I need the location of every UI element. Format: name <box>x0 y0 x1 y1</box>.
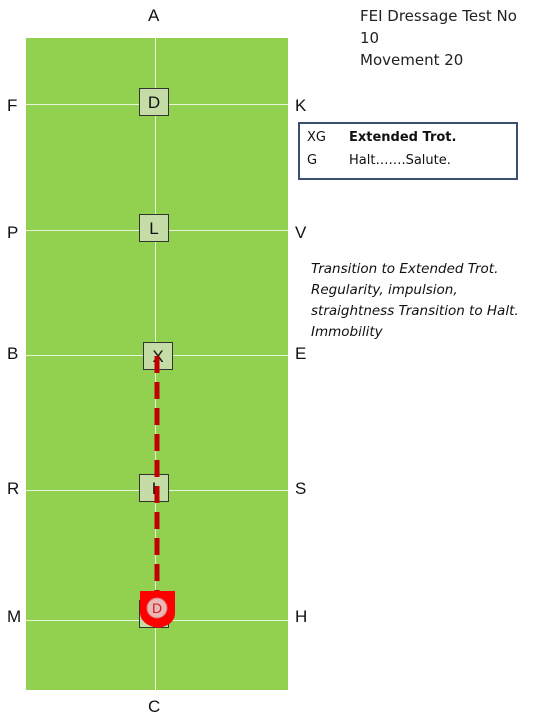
movement-description: Halt…….Salute. <box>349 153 451 168</box>
letter-h: H <box>295 607 308 626</box>
letter-p: P <box>7 223 19 242</box>
movement-box: XG Extended Trot. G Halt…….Salute. <box>298 122 518 180</box>
movement-code: XG <box>307 130 326 145</box>
letter-s: S <box>295 479 307 498</box>
movement-number: Movement 20 <box>360 51 464 69</box>
marker-l: L <box>139 214 169 242</box>
letter-m: M <box>7 607 22 626</box>
movement-row: G Halt…….Salute. <box>307 153 451 168</box>
marker-d: D <box>139 88 169 116</box>
test-name: FEI Dressage Test No 10 <box>360 7 517 47</box>
letter-f: F <box>7 96 18 115</box>
letter-k: K <box>295 96 307 115</box>
letter-r: R <box>7 479 20 498</box>
letter-a: A <box>148 6 160 25</box>
movement-code: G <box>307 153 318 168</box>
letter-v: V <box>295 223 307 242</box>
letter-b: B <box>7 344 19 363</box>
directive-text: Transition to Extended Trot. Regularity,… <box>311 261 519 340</box>
letter-e: E <box>295 344 307 363</box>
movement-row: XG Extended Trot. <box>307 130 456 145</box>
movement-description: Extended Trot. <box>349 130 457 145</box>
horse-body <box>146 597 168 619</box>
horse-label: D <box>152 600 162 616</box>
letter-c: C <box>148 697 161 716</box>
test-title: FEI Dressage Test No 10 Movement 20 <box>360 5 540 71</box>
marker-i: I <box>139 474 169 502</box>
